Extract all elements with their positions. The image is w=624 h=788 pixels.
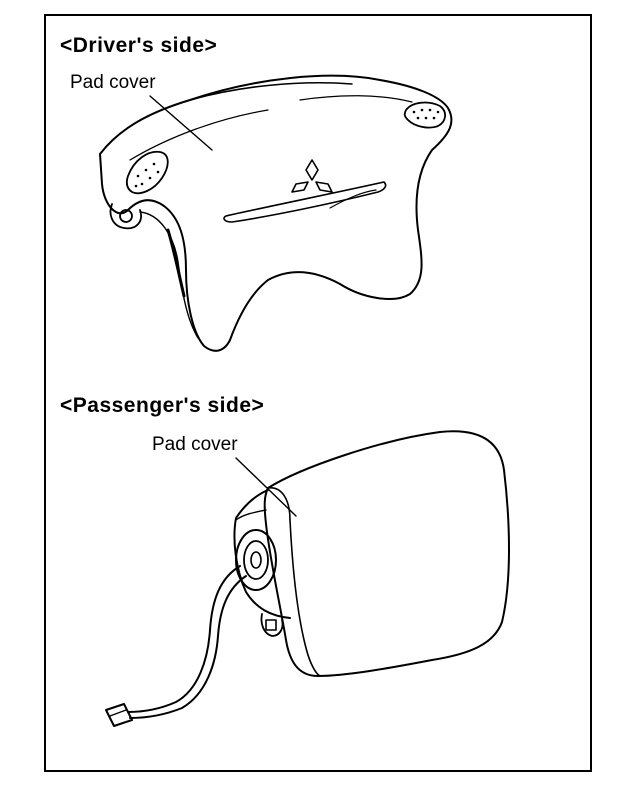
passenger-airbag-module [106, 431, 509, 726]
driver-left-mount-tab [111, 204, 142, 228]
driver-pad-cover-label: Pad cover [70, 72, 156, 93]
driver-pad-left-side-surface [140, 212, 198, 338]
driver-left-switch-pad [127, 152, 168, 193]
passenger-wire-harness [128, 566, 240, 712]
passenger-wire-connector [106, 704, 132, 726]
passenger-wire-connector-ridge [110, 710, 126, 716]
passenger-pad-cover-outline [265, 431, 509, 676]
passenger-wire-harness-inner [130, 576, 246, 718]
passenger-mount-bolt [266, 620, 276, 630]
driver-pad-lower-bar [224, 182, 386, 222]
driver-pad-upper-curve [130, 110, 268, 160]
driver-left-mount-hole [120, 210, 132, 222]
driver-right-switch-dots [412, 108, 440, 120]
driver-side-heading: <Driver's side> [60, 34, 218, 57]
figure-frame [44, 14, 592, 772]
passenger-housing-top [236, 510, 266, 520]
driver-pad-left-side-shade [168, 230, 184, 296]
driver-pad-outline [100, 76, 451, 351]
passenger-inflator-cap-inner [244, 541, 268, 579]
driver-airbag-pad [100, 76, 451, 351]
driver-pad-lower-crease [330, 190, 376, 208]
passenger-mount-bracket [261, 614, 282, 636]
passenger-side-heading: <Passenger's side> [60, 394, 265, 417]
passenger-inflator-cap-center [251, 552, 261, 568]
driver-right-switch-pad [405, 103, 445, 128]
driver-emblem-icon [292, 160, 332, 192]
passenger-pad-cover-front-edge [268, 488, 320, 676]
passenger-inflator-cap-outer [236, 530, 276, 590]
driver-pad-top-rim [190, 83, 352, 100]
driver-pad-top-ridge [300, 96, 412, 102]
passenger-housing-outline [234, 490, 290, 618]
passenger-pad-cover-label: Pad cover [152, 434, 238, 455]
driver-left-switch-dots [134, 162, 160, 188]
passenger-callout-leader [236, 458, 296, 516]
driver-callout-leader [150, 96, 212, 150]
